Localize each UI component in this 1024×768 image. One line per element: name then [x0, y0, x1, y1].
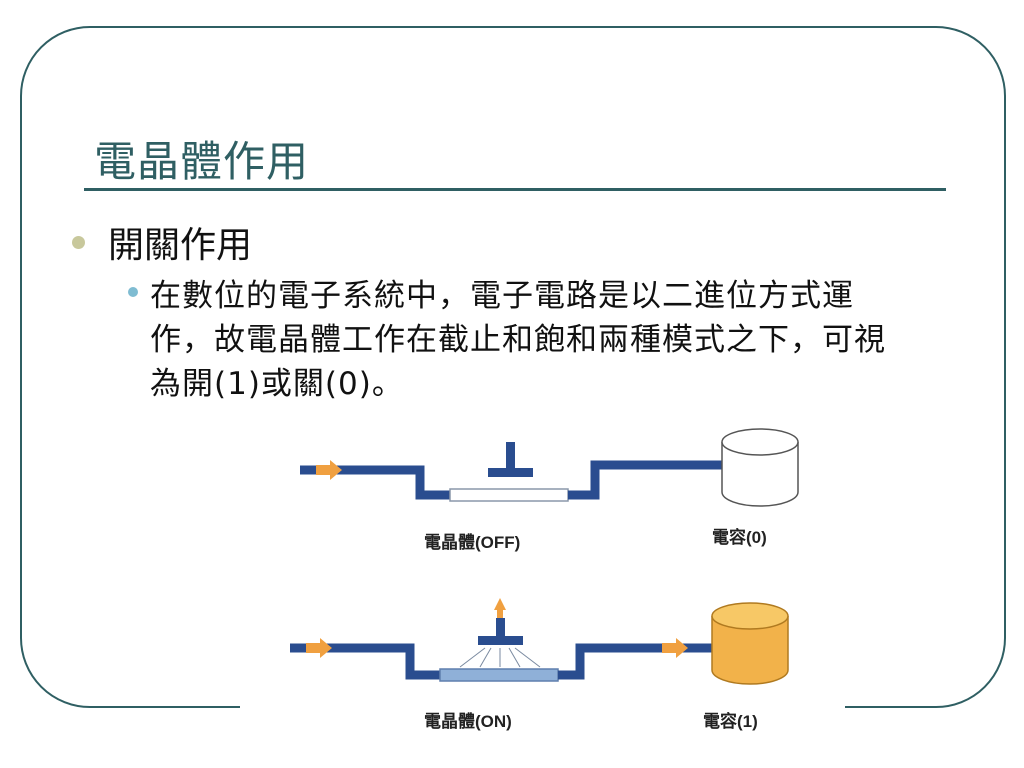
bullet-level2-text: 在數位的電子系統中，電子電路是以二進位方式運作，故電晶體工作在截止和飽和兩種模式…	[150, 278, 886, 402]
on-transistor-caption: 電晶體(ON)	[424, 712, 512, 731]
transistor-switch-diagram: 電晶體(OFF) 電容(0) 電晶體(ON) 電容(1)	[260, 420, 820, 760]
off-transistor-caption: 電晶體(OFF)	[424, 533, 521, 552]
on-input-arrow-icon	[306, 638, 332, 658]
off-state-group	[300, 428, 799, 507]
on-capacitor-caption: 電容(1)	[703, 712, 758, 731]
title-divider	[84, 188, 946, 191]
off-left-pipe	[300, 465, 450, 500]
diagram-svg	[290, 428, 799, 685]
on-left-pipe	[290, 643, 440, 680]
on-capacitor-icon	[711, 602, 789, 685]
off-channel	[449, 488, 569, 502]
off-gate-icon	[488, 442, 533, 477]
off-capacitor-icon	[721, 428, 799, 507]
on-right-pipe	[558, 643, 712, 680]
off-capacitor-caption: 電容(0)	[712, 528, 767, 547]
off-right-pipe	[568, 460, 722, 500]
frame-gap	[240, 698, 845, 718]
off-input-arrow-icon	[316, 460, 342, 480]
on-channel	[439, 668, 559, 682]
on-field-lines	[459, 647, 541, 668]
bullet-dot-level2	[128, 287, 138, 297]
slide-title: 電晶體作用	[94, 137, 310, 186]
bullet-dot-level1	[72, 236, 85, 249]
on-gate-icon	[478, 598, 523, 645]
on-output-arrow-icon	[662, 638, 688, 658]
on-state-group	[290, 598, 789, 685]
bullet-level1-text: 開關作用	[108, 225, 253, 266]
